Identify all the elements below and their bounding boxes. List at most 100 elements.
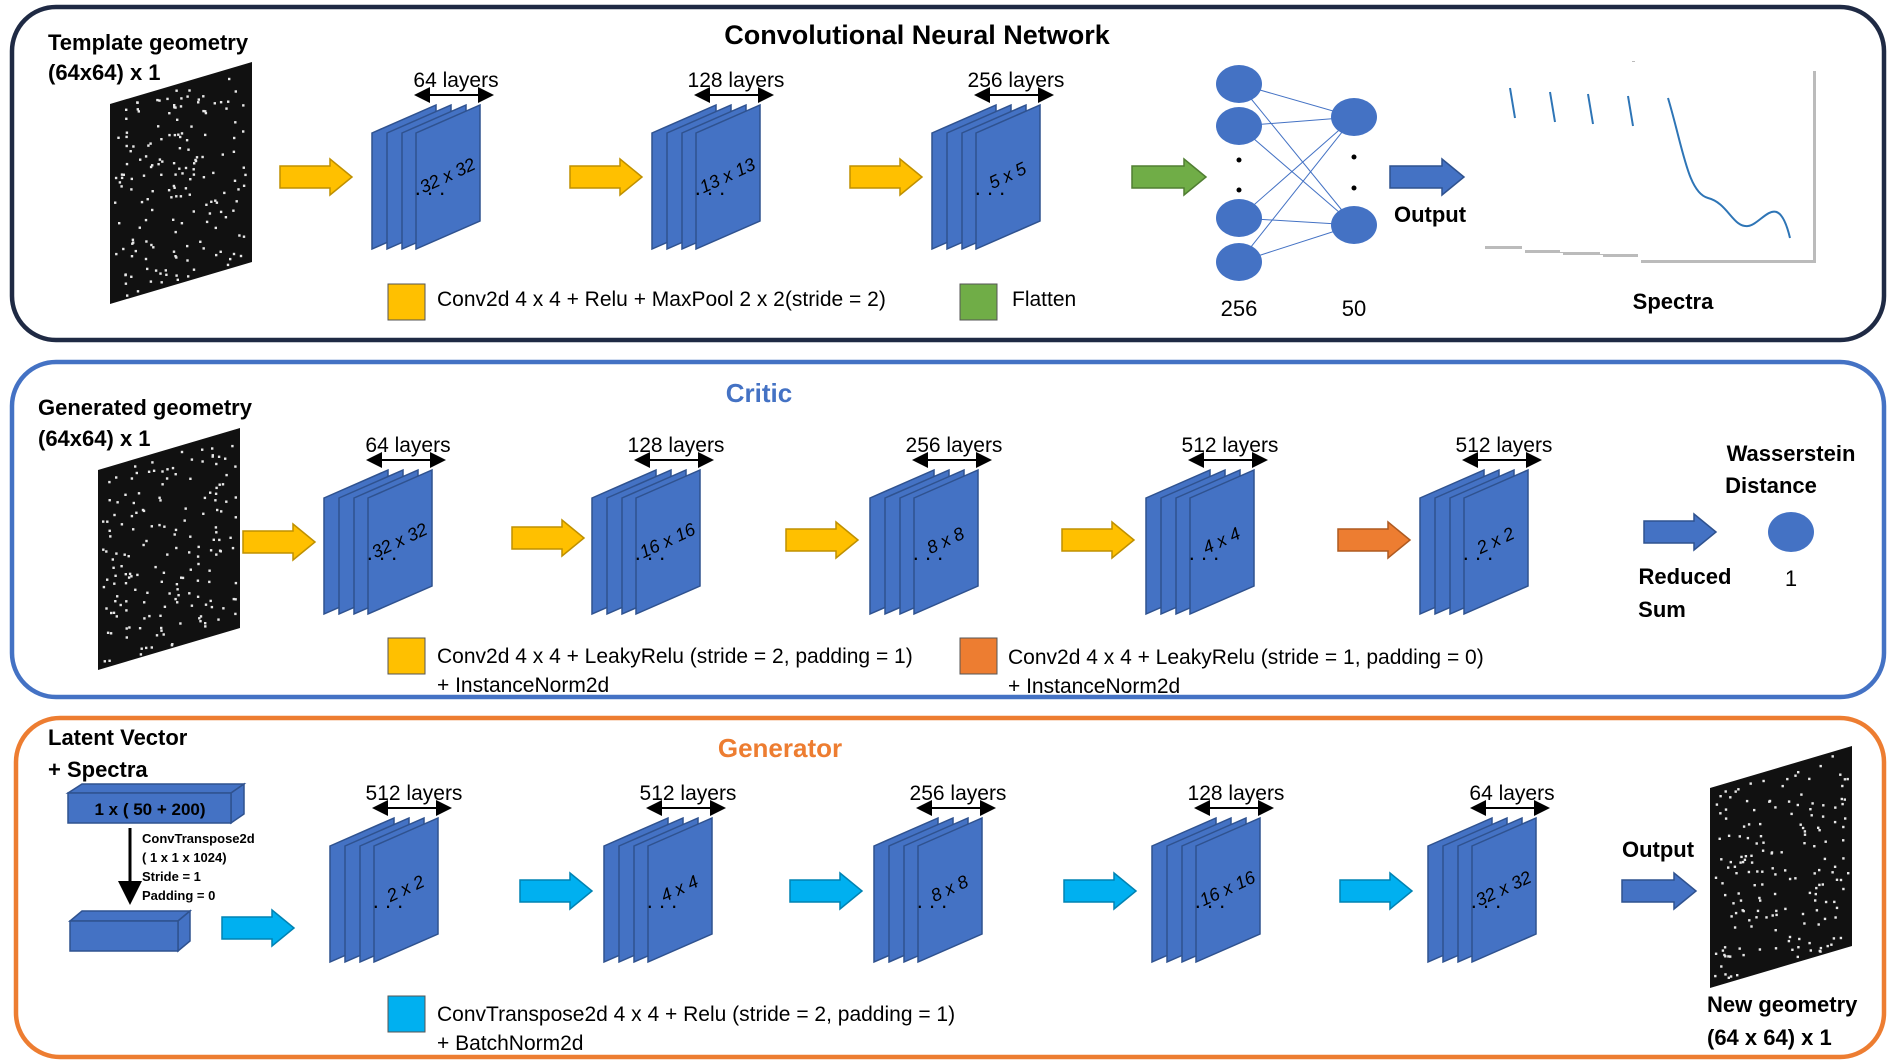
geometry-pixel: [131, 238, 135, 241]
feature-map-front: [695, 103, 761, 251]
ellipsis: . . .: [415, 175, 446, 200]
generator-arrow-output: [1621, 871, 1698, 911]
geometry-pixel: [1759, 835, 1763, 838]
generator-arrow-convt-1: [519, 871, 594, 911]
geometry-pixel: [146, 591, 149, 594]
geometry-pixel: [1808, 777, 1811, 781]
cnn-arrow-output: [1389, 157, 1466, 197]
geometry-pixel: [208, 580, 211, 584]
geometry-pixel: [180, 132, 184, 135]
geometry-pixel: [215, 553, 218, 556]
geometry-pixel: [130, 275, 133, 278]
geometry-pixel: [156, 98, 159, 102]
geometry-pixel: [204, 133, 207, 137]
geometry-pixel: [1724, 955, 1727, 958]
geometry-pixel: [186, 259, 189, 262]
geometry-pixel: [1800, 793, 1803, 796]
geometry-pixel: [212, 538, 215, 541]
geometry-canvas: [98, 428, 240, 670]
geometry-pixel: [1746, 836, 1750, 840]
geometry-pixel: [158, 496, 161, 499]
geometry-pixel: [183, 519, 186, 522]
geometry-pixel: [214, 492, 218, 495]
geometry-pixel: [127, 576, 131, 579]
geometry-pixel: [174, 597, 177, 601]
layers-label: 512 layers: [1456, 434, 1553, 457]
geometry-pixel: [165, 477, 169, 480]
geometry-pixel: [1803, 922, 1806, 925]
geometry-pixel: [176, 278, 179, 281]
feature-map-front: [1471, 816, 1537, 964]
geometry-pixel: [176, 601, 179, 604]
geometry-pixel: [170, 644, 174, 647]
new-geometry-image: [1710, 746, 1852, 988]
geometry-pixel: [1727, 866, 1730, 869]
geometry-pixel: [158, 158, 162, 161]
ellipsis: . . .: [917, 888, 948, 913]
feature-map-front: [635, 468, 701, 616]
critic-input-title: Generated geometry: [38, 395, 253, 420]
geometry-pixel: [1733, 926, 1737, 929]
fc-node-hidden: [1216, 243, 1262, 281]
geometry-pixel: [209, 599, 212, 603]
geometry-pixel: [1784, 869, 1787, 872]
geometry-pixel: [192, 210, 195, 213]
geometry-pixel: [184, 507, 187, 510]
geometry-pixel: [136, 101, 139, 104]
geometry-pixel: [1727, 955, 1730, 958]
geometry-pixel: [224, 457, 227, 460]
ellipsis: . . .: [695, 175, 726, 200]
geometry-pixel: [1813, 845, 1816, 848]
geometry-pixel: [1817, 826, 1820, 829]
geometry-pixel: [125, 609, 128, 612]
feature-map-front: [373, 816, 439, 964]
geometry-pixel: [242, 130, 245, 133]
geometry-pixel: [1729, 975, 1733, 978]
geometry-pixel: [125, 135, 128, 139]
geometry-pixel: [1756, 870, 1759, 873]
layers-label: 64 layers: [365, 434, 450, 457]
geometry-pixel: [114, 176, 118, 180]
geometry-pixel: [1798, 937, 1801, 941]
geometry-pixel: [1738, 947, 1741, 950]
new-geometry-size: (64 x 64) x 1: [1707, 1025, 1832, 1050]
geometry-pixel: [1774, 873, 1777, 876]
geometry-pixel: [144, 257, 148, 261]
geometry-pixel: [1833, 820, 1837, 824]
geometry-pixel: [197, 98, 200, 101]
geometry-pixel: [1765, 916, 1768, 919]
geometry-pixel: [224, 216, 228, 219]
geometry-pixel: [181, 172, 184, 175]
geometry-pixel: [1809, 808, 1812, 811]
geometry-pixel: [237, 188, 240, 191]
geometry-pixel: [216, 508, 219, 512]
geometry-pixel: [180, 97, 183, 100]
geometry-pixel: [1784, 907, 1787, 911]
geometry-pixel: [125, 636, 128, 639]
geometry-pixel: [1843, 778, 1847, 781]
geometry-pixel: [184, 166, 188, 170]
feature-map-front: [1463, 468, 1529, 616]
critic-title: Critic: [726, 378, 792, 408]
geometry-pixel: [152, 469, 156, 472]
geometry-pixel: [135, 471, 138, 475]
geometry-pixel: [204, 603, 208, 606]
geometry-pixel: [1799, 823, 1802, 826]
ellipsis: . . .: [1463, 540, 1494, 565]
geometry-pixel: [174, 473, 177, 476]
legend-convtranspose-text: ConvTranspose2d 4 x 4 + Relu (stride = 2…: [437, 1003, 955, 1026]
geometry-pixel: [116, 595, 119, 598]
geometry-pixel: [163, 525, 166, 528]
layers-label: 512 layers: [366, 782, 463, 805]
geometry-pixel: [215, 201, 219, 204]
geometry-pixel: [1794, 877, 1797, 880]
geometry-pixel: [174, 528, 178, 532]
cnn-arrow-conv-2: [569, 157, 644, 197]
geometry-pixel: [203, 496, 207, 500]
geometry-pixel: [160, 138, 163, 141]
geometry-pixel: [217, 455, 221, 458]
geometry-pixel: [125, 131, 129, 134]
